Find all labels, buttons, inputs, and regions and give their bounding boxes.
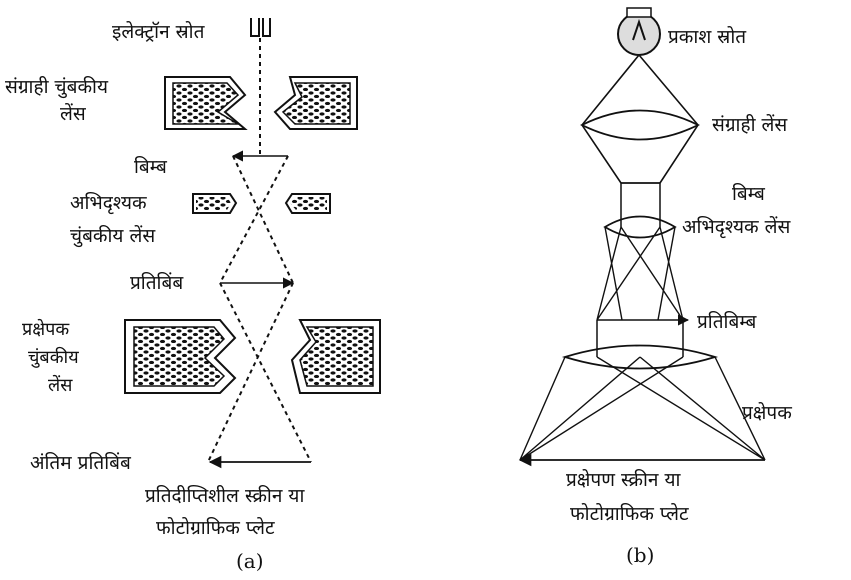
projector-lens-label-line3: लेंस <box>48 375 73 396</box>
final-image-label: अंतिम प्रतिबिंब <box>30 452 131 474</box>
objective-glass-lens <box>603 215 677 239</box>
projection-screen-label-line2: फोटोग्राफिक प्लेट <box>570 503 689 525</box>
objective-lens-label-line1: अभिदृश्यक <box>70 192 147 214</box>
electron-source-label: इलेक्ट्रॉन स्रोत <box>112 21 205 43</box>
image-label: प्रतिबिंब <box>130 272 184 294</box>
panel-b <box>518 7 766 467</box>
condenser-glass-lens <box>579 109 701 141</box>
ray-crossing-2 <box>207 282 312 463</box>
condenser-glass-lens-label: संग्राही लेंस <box>712 114 788 136</box>
light-rays-upper <box>581 54 699 126</box>
light-bulb-icon <box>617 7 661 56</box>
condenser-lens-label-line2: लेंस <box>60 103 86 125</box>
objective-rays <box>596 226 684 321</box>
ray-crossing-1 <box>219 155 294 284</box>
condenser-magnetic-lens <box>164 76 358 130</box>
electron-gun-icon <box>250 18 271 37</box>
condenser-lens-label-line1: संग्राही चुंबकीय <box>5 76 108 98</box>
projector-lens-label-line2: चुंबकीय <box>28 347 79 368</box>
projection-screen-label-line1: प्रक्षेपण स्क्रीन या <box>566 469 681 491</box>
projector-lens-label-line1: प्रक्षेपक <box>22 319 70 340</box>
caption-a: (a) <box>236 549 264 573</box>
projection-rays <box>519 356 766 461</box>
projector-magnetic-lens <box>124 319 381 394</box>
objective-glass-lens-label: अभिदृश्यक लेंस <box>682 216 791 238</box>
light-rays-middle <box>581 124 699 184</box>
image-label-b: प्रतिबिम्ब <box>697 311 757 333</box>
caption-b: (b) <box>626 543 655 567</box>
screen-label-line2: फोटोग्राफिक प्लेट <box>156 517 275 539</box>
screen-label-line1: प्रतिदीप्तिशील स्क्रीन या <box>145 485 305 507</box>
panel-a <box>124 18 381 469</box>
objective-magnetic-lens <box>192 193 331 214</box>
object-label: बिम्ब <box>134 156 167 178</box>
projector-glass-lens-label: प्रक्षेपक <box>742 402 792 424</box>
object-label-b: बिम्ब <box>732 183 765 205</box>
objective-lens-label-line2: चुंबकीय लेंस <box>70 225 156 247</box>
light-source-label: प्रकाश स्रोत <box>668 26 747 48</box>
